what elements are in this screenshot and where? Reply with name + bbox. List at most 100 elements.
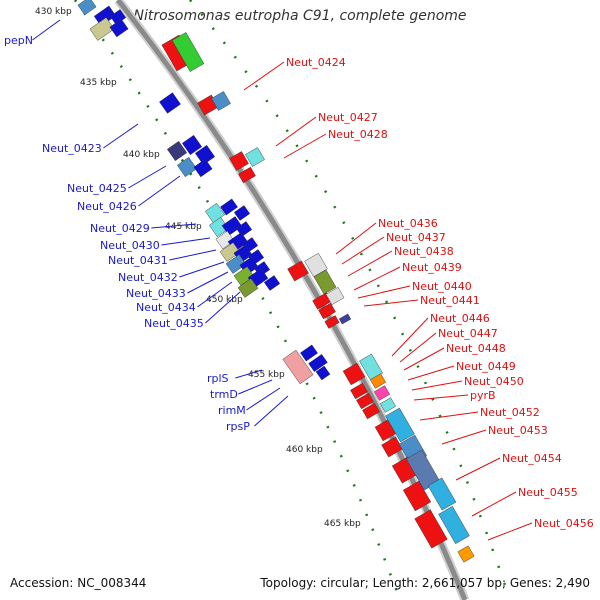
reverse-gene-block	[211, 91, 231, 111]
forward-gene-label[interactable]: pepN	[4, 34, 33, 47]
forward-gene-label[interactable]: Neut_0426	[77, 200, 137, 213]
forward-gene-block	[77, 0, 97, 16]
forward-label-leader	[238, 379, 273, 395]
forward-gene-label[interactable]: Neut_0435	[144, 317, 204, 330]
reverse-label-leader	[353, 266, 401, 291]
reverse-gene-label[interactable]: Neut_0453	[488, 424, 548, 437]
reverse-label-leader	[275, 116, 317, 147]
forward-gene-block	[308, 354, 328, 372]
forward-gene-block	[181, 134, 203, 156]
reverse-gene-block	[414, 509, 448, 549]
reverse-gene-label[interactable]: Neut_0452	[480, 406, 540, 419]
reverse-gene-label[interactable]: pyrB	[470, 389, 496, 402]
forward-gene-block	[225, 254, 247, 274]
forward-label-leader	[246, 387, 281, 411]
reverse-label-leader	[441, 429, 487, 445]
reverse-label-leader	[347, 250, 393, 277]
genome-backbone	[114, 0, 470, 600]
reverse-label-leader	[413, 394, 469, 401]
forward-label-leader	[197, 281, 233, 308]
reverse-label-leader	[411, 380, 463, 391]
accession-label: Accession: NC_008344	[10, 576, 147, 590]
scale-label: 455 kbp	[248, 370, 285, 380]
scale-label: 430 kbp	[35, 7, 72, 17]
forward-gene-block	[233, 205, 251, 221]
forward-gene-label[interactable]: Neut_0431	[108, 254, 168, 267]
scale-label: 450 kbp	[206, 295, 243, 305]
forward-gene-label[interactable]: Neut_0433	[126, 287, 186, 300]
forward-gene-label[interactable]: trmD	[210, 388, 238, 401]
forward-gene-block	[208, 216, 230, 238]
reverse-label-leader	[419, 411, 479, 421]
reverse-gene-label[interactable]: Neut_0438	[394, 245, 454, 258]
forward-gene-label[interactable]: Neut_0425	[67, 182, 127, 195]
forward-label-leader	[103, 123, 139, 149]
reverse-gene-label[interactable]: Neut_0449	[456, 360, 516, 373]
reverse-label-leader	[455, 457, 501, 481]
forward-label-leader	[235, 369, 263, 379]
forward-label-leader	[254, 395, 289, 427]
reverse-gene-block	[245, 147, 265, 167]
reverse-gene-block	[402, 480, 432, 512]
reverse-gene-block	[238, 166, 256, 184]
reverse-label-leader	[341, 236, 385, 265]
forward-gene-label[interactable]: Neut_0423	[42, 142, 102, 155]
reverse-gene-label[interactable]: Neut_0448	[446, 342, 506, 355]
reverse-gene-block	[287, 260, 309, 282]
forward-label-leader	[138, 175, 181, 207]
reverse-gene-block	[350, 382, 368, 400]
reverse-gene-label[interactable]: Neut_0441	[420, 294, 480, 307]
forward-gene-block	[89, 17, 115, 41]
reverse-gene-block	[313, 269, 337, 295]
reverse-label-leader	[403, 347, 445, 371]
forward-gene-block	[237, 278, 259, 298]
reverse-gene-block	[318, 302, 336, 320]
scale-dots	[73, 0, 402, 600]
reverse-gene-label[interactable]: Neut_0428	[328, 128, 388, 141]
reverse-gene-label[interactable]: Neut_0424	[286, 56, 346, 69]
reverse-gene-label[interactable]: Neut_0455	[518, 486, 578, 499]
reverse-gene-label[interactable]: Neut_0456	[534, 517, 594, 530]
forward-label-leader	[128, 165, 167, 189]
forward-gene-label[interactable]: Neut_0430	[100, 239, 160, 252]
reverse-gene-label[interactable]: Neut_0454	[502, 452, 562, 465]
gc-dots	[189, 0, 512, 600]
scale-label: 435 kbp	[80, 78, 117, 88]
reverse-gene-block	[427, 477, 457, 511]
reverse-gene-label[interactable]: Neut_0437	[386, 231, 446, 244]
forward-label-leader	[205, 291, 241, 324]
forward-gene-block	[166, 140, 188, 162]
reverse-gene-block	[438, 506, 470, 544]
forward-gene-label[interactable]: Neut_0434	[136, 301, 196, 314]
scale-label: 465 kbp	[324, 519, 361, 529]
forward-gene-label[interactable]: rimM	[218, 404, 246, 417]
reverse-gene-block	[457, 545, 475, 563]
forward-gene-label[interactable]: Neut_0429	[90, 222, 150, 235]
forward-gene-label[interactable]: rplS	[207, 372, 229, 385]
reverse-gene-label[interactable]: Neut_0447	[438, 327, 498, 340]
reverse-label-leader	[399, 332, 437, 363]
reverse-gene-block	[385, 407, 415, 443]
reverse-gene-label[interactable]: Neut_0427	[318, 111, 378, 124]
forward-gene-label[interactable]: rpsP	[226, 420, 250, 433]
reverse-gene-block	[380, 397, 396, 413]
forward-gene-label[interactable]: Neut_0432	[118, 271, 178, 284]
reverse-gene-label[interactable]: Neut_0446	[430, 312, 490, 325]
reverse-gene-block	[229, 151, 249, 171]
forward-gene-block	[221, 216, 243, 236]
forward-gene-block	[315, 365, 331, 381]
genome-backbone-core	[116, 0, 468, 600]
reverse-label-leader	[487, 522, 533, 541]
reverse-gene-label[interactable]: Neut_0440	[412, 280, 472, 293]
reverse-label-leader	[391, 317, 429, 357]
reverse-gene-block	[324, 315, 340, 329]
reverse-gene-label[interactable]: Neut_0450	[464, 375, 524, 388]
reverse-gene-label[interactable]: Neut_0436	[378, 217, 438, 230]
reverse-gene-label[interactable]: Neut_0439	[402, 261, 462, 274]
forward-label-leader	[161, 237, 211, 246]
forward-label-leader	[169, 249, 217, 261]
reverse-gene-block	[171, 32, 205, 72]
reverse-gene-block	[374, 385, 390, 401]
forward-gene-block	[215, 230, 235, 250]
